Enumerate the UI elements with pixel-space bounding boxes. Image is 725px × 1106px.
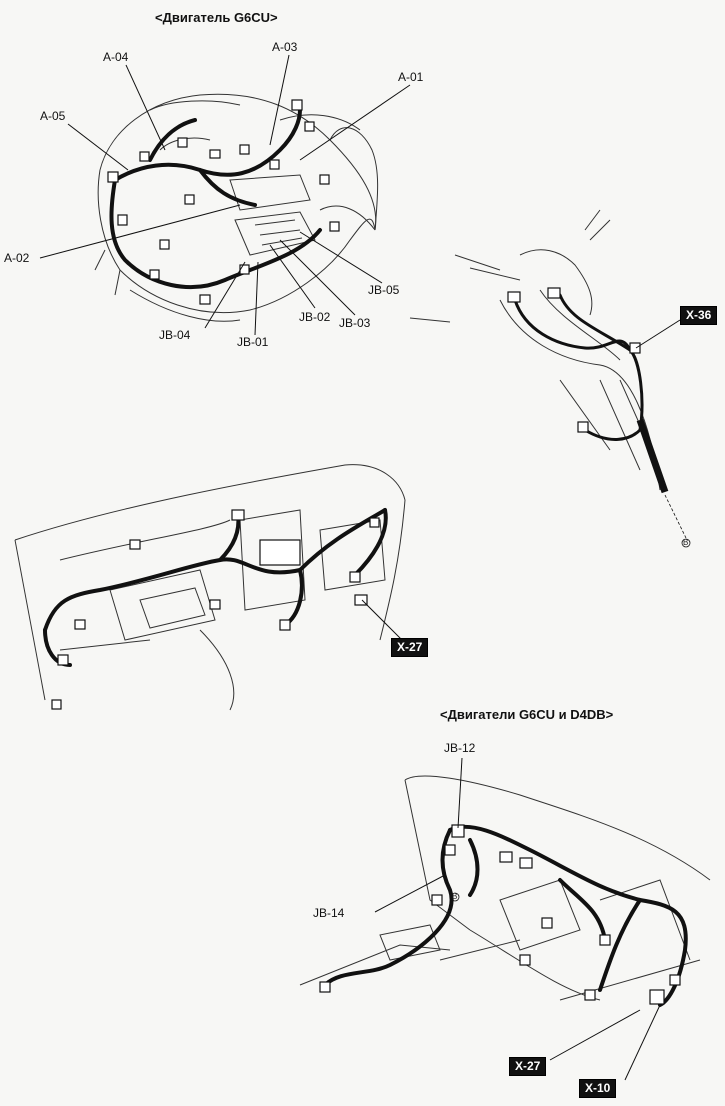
dashboard-connectors [51,509,380,710]
dashboard-illustration [14,464,406,711]
label-a05: A-05 [40,109,66,123]
steering-harness-trunk [636,418,669,494]
column-b-mark-circle [681,538,691,548]
label-jb12: JB-12 [444,741,476,755]
engine-section-title: <Двигатель G6CU> [155,10,278,25]
floor-section-title: <Двигатели G6CU и D4DB> [440,707,614,722]
floor-leader-lines [374,757,661,1081]
x36-leader-line [635,319,681,349]
label-jb14: JB-14 [313,906,345,920]
label-jb04: JB-04 [159,328,191,342]
label-a03: A-03 [272,40,298,54]
engine-connectors [107,99,340,305]
tag-x27-dashboard: X-27 [391,638,429,657]
label-jb03: JB-03 [339,316,371,330]
floor-harness [323,824,688,1007]
engine-leader-lines [39,54,411,336]
steering-column-harness [513,293,644,441]
floor-illustration [299,775,711,1001]
engine-compartment-illustration [94,93,379,322]
label-jb05: JB-05 [368,283,400,297]
steering-connectors [507,287,641,433]
tag-x10: X-10 [579,1079,617,1098]
dashboard-harness [43,508,388,667]
label-a02: A-02 [4,251,30,265]
label-a04: A-04 [103,50,129,64]
x27-top-leader-line [361,599,403,641]
steering-column-illustration [409,209,661,491]
column-b-mark: B [683,538,689,547]
label-a01: A-01 [398,70,424,84]
floor-b-mark: B [452,892,458,901]
floor-connectors [319,824,681,1005]
engine-harness [109,108,322,289]
tag-x36: X-36 [680,306,718,325]
label-jb02: JB-02 [299,310,331,324]
label-jb01: JB-01 [237,335,269,349]
tag-x27-floor: X-27 [509,1057,547,1076]
column-b-leader [664,494,687,539]
floor-b-mark-circle [450,892,460,902]
